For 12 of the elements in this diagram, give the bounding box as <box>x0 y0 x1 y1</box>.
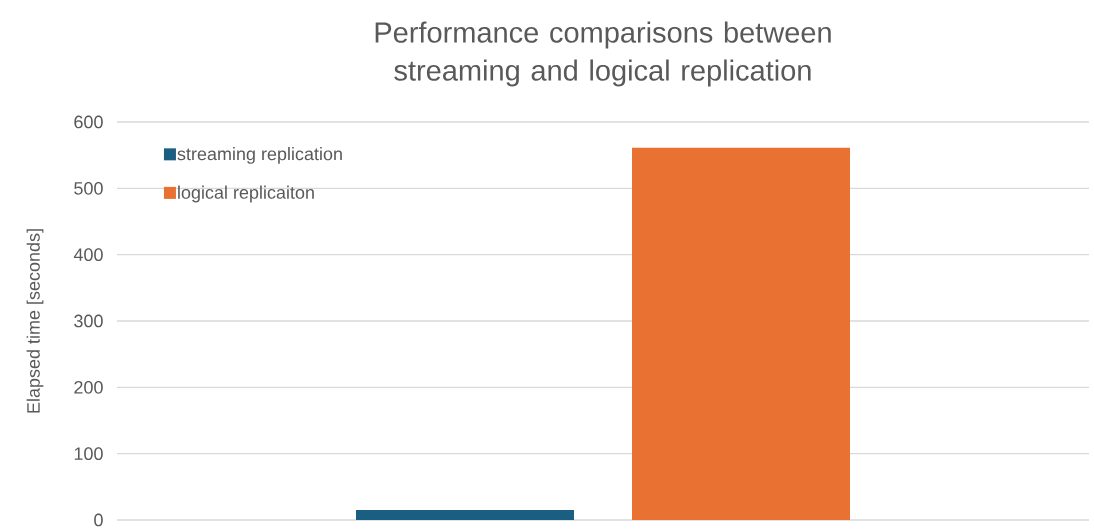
y-tick-label: 200 <box>74 380 103 394</box>
y-tick-label: 300 <box>74 314 103 328</box>
chart-title: Performance comparisons between streaming and logical replication <box>375 21 831 87</box>
y-tick-label: 0 <box>94 513 103 527</box>
y-tick-label: 600 <box>74 115 103 129</box>
legend-label: logical replicaiton <box>178 185 314 203</box>
axis-title: Elapsed time [seconds] <box>26 229 44 413</box>
bar-chart: 0 100 200 300 400 500 600 streaming replication logical replicaiton <box>73 115 1090 527</box>
y-tick-label: 500 <box>74 181 103 195</box>
legend-label: streaming replication <box>177 147 342 164</box>
y-tick-label: 400 <box>73 248 103 262</box>
y-tick-label: 100 <box>74 447 103 461</box>
